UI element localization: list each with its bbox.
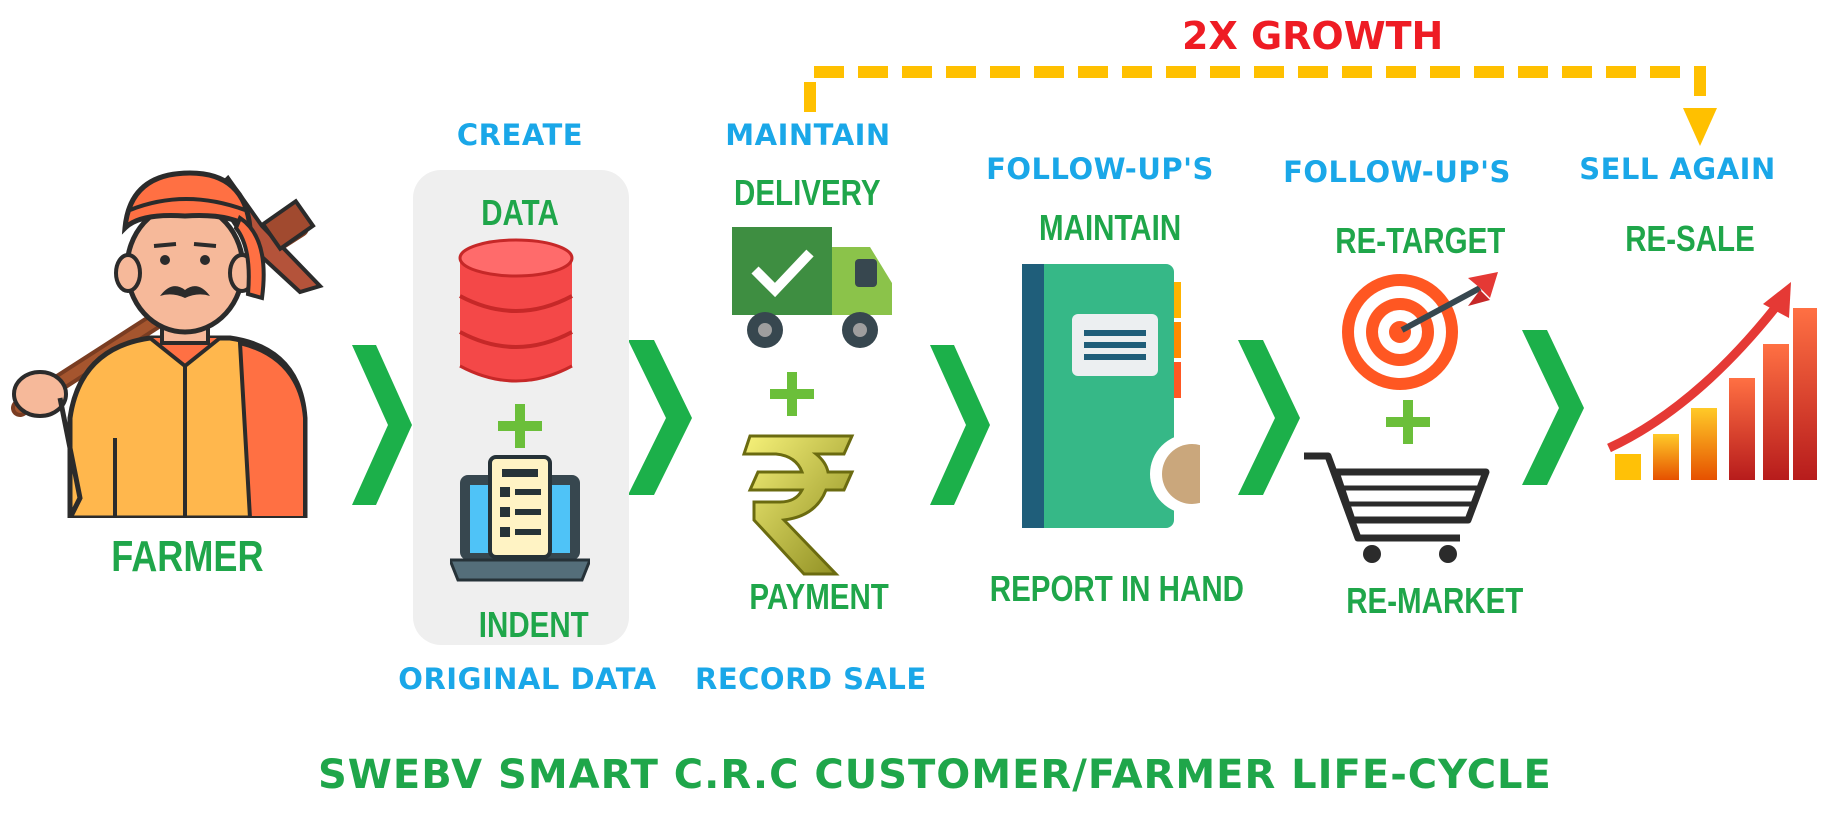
followup-2-label: FOLLOW-UP'S	[1283, 155, 1511, 189]
delivery-truck-icon	[732, 227, 892, 348]
create-label: CREATE	[456, 118, 584, 152]
flow-arrow-2	[628, 340, 692, 495]
delivery-label: DELIVERY	[734, 172, 881, 213]
farmer-label: FARMER	[111, 532, 264, 581]
target-icon	[1342, 272, 1498, 390]
database-icon	[458, 238, 574, 383]
footer-title: SWEBV SMART C.R.C CUSTOMER/FARMER LIFE-C…	[318, 752, 1552, 798]
maintain-top-label: MAINTAIN	[725, 118, 891, 152]
re-market-label: RE-MARKET	[1346, 580, 1524, 621]
report-in-hand-label: REPORT IN HAND	[989, 568, 1244, 609]
laptop-indent-icon	[450, 455, 590, 582]
sell-again-label: SELL AGAIN	[1579, 152, 1776, 186]
re-target-label: RE-TARGET	[1335, 220, 1506, 261]
plus-icon-3	[1386, 400, 1430, 444]
notebook-icon	[1022, 264, 1200, 528]
shopping-cart-icon	[1304, 452, 1490, 563]
record-sale-label: RECORD SALE	[695, 662, 927, 696]
farmer-icon	[11, 170, 324, 518]
growth-chart-icon	[1607, 282, 1817, 480]
growth-label: 2X GROWTH	[1182, 14, 1444, 58]
data-label: DATA	[481, 192, 559, 233]
original-data-label: ORIGINAL DATA	[398, 662, 657, 696]
flow-arrow-1	[352, 345, 412, 505]
maintain-label: MAINTAIN	[1039, 207, 1182, 248]
growth-arrow-head	[1683, 108, 1717, 146]
rupee-icon	[741, 434, 855, 576]
payment-label: PAYMENT	[749, 576, 889, 617]
flow-arrow-4	[1238, 340, 1300, 495]
plus-icon-1	[498, 404, 542, 448]
flow-arrow-3	[930, 345, 990, 505]
plus-icon-2	[770, 372, 814, 416]
indent-label: INDENT	[478, 604, 589, 645]
flow-arrow-5	[1522, 330, 1584, 485]
re-sale-label: RE-SALE	[1625, 218, 1755, 259]
followup-1-label: FOLLOW-UP'S	[986, 152, 1214, 186]
